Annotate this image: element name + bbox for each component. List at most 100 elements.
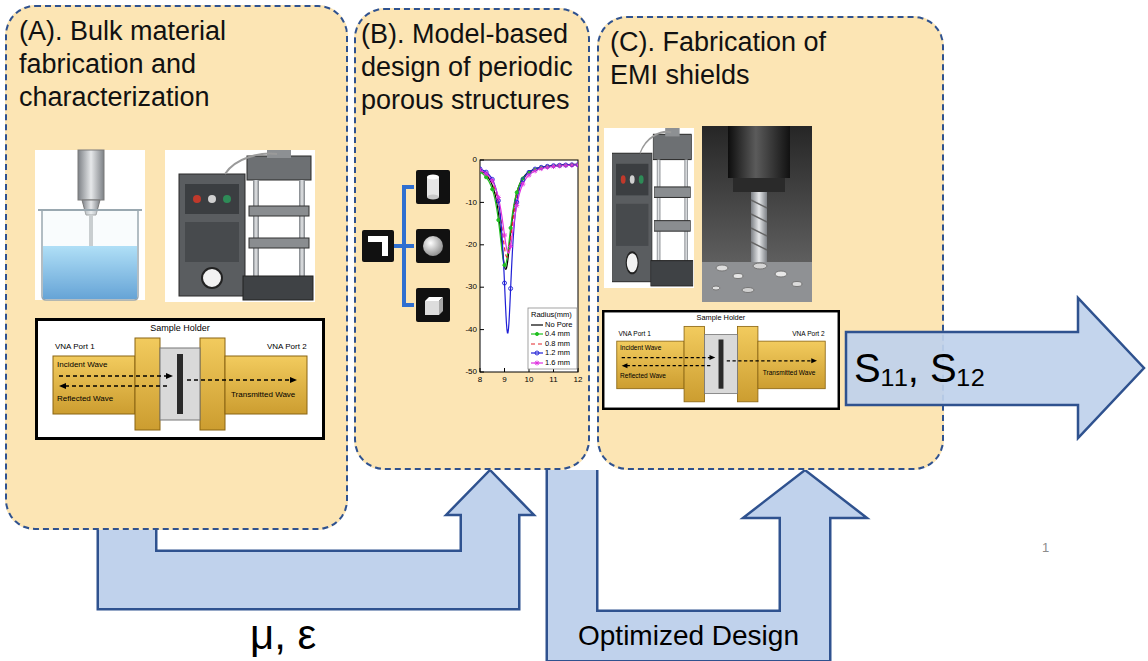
axis-tick-label: 11 [549, 375, 557, 385]
chart-marker [545, 164, 549, 168]
port-label: VNA Port 1 [618, 330, 650, 338]
sonicator-photo [78, 150, 104, 200]
legend-text: 1.6 mm [545, 358, 570, 367]
unit-cell-icons [425, 297, 443, 301]
legend-marker [535, 351, 539, 355]
edge-label: μ, ε [248, 614, 318, 656]
chart-markers [480, 162, 578, 248]
milling-photo [702, 126, 812, 302]
chart-marker [539, 165, 543, 169]
chart-marker [509, 226, 512, 229]
port-label: VNA Port 2 [267, 342, 307, 352]
hot-press-photo [604, 128, 694, 288]
chart-marker [527, 173, 532, 178]
legend-text: 0.8 mm [545, 339, 570, 348]
arrow-head [743, 470, 867, 518]
chart-marker [490, 177, 494, 181]
milling-photo [775, 271, 787, 277]
chart-marker [570, 163, 574, 167]
chart-curve [480, 165, 578, 253]
stage-panel: (C). Fabrication of EMI shields [597, 16, 944, 470]
axis-tick-label: 9 [502, 375, 506, 385]
unit-cell-icons [368, 236, 388, 256]
wave-label: Reflected Wave [57, 394, 113, 404]
legend-text: 1.2 mm [545, 348, 570, 357]
wave-label: Reflected Wave [620, 372, 666, 380]
hot-press-photo [165, 128, 694, 302]
unit-cell-icons [439, 297, 443, 315]
chart-marker [533, 167, 537, 171]
unit-cell-icons [427, 177, 439, 197]
edge-label: Optimized Design [576, 620, 801, 652]
chart-marker [521, 177, 524, 180]
hot-press-photo [165, 150, 315, 302]
output-arrow [846, 298, 1144, 438]
chart-marker [540, 166, 543, 169]
legend-entry: 0.4 mm [531, 329, 570, 338]
port-parameter-label: S₁₁, S₁₂ [854, 344, 986, 392]
legend-entry: 1.2 mm [531, 348, 570, 357]
unit-cell-icons [425, 301, 439, 315]
chart-marker [546, 165, 549, 168]
chart-marker [527, 171, 530, 174]
sonicator-photo [35, 150, 145, 300]
milling-photo [733, 178, 785, 192]
legend-line [531, 353, 543, 354]
sonicator-photo [42, 210, 138, 300]
chart-marker [576, 163, 578, 166]
legend-entry: 0.8 mm [531, 339, 570, 348]
legend-text: No Pore [545, 320, 573, 329]
chart-marker [490, 178, 495, 183]
reflection-chart [478, 160, 581, 372]
milling-photo [792, 282, 802, 287]
chart-marker [485, 176, 488, 179]
unit-cell-icons [416, 288, 450, 322]
chart-markers [480, 163, 578, 266]
legend-sample [531, 359, 543, 367]
chart-marker [569, 163, 574, 168]
chart-marker [515, 200, 519, 204]
axis-tick-label: 12 [574, 375, 583, 385]
chart-marker [509, 287, 513, 291]
reflection-chart [528, 308, 577, 369]
waveguide-setup [37, 311, 839, 438]
waveguide-setup [37, 320, 324, 439]
stage-panel: (B). Model-based design of periodic poro… [354, 8, 590, 470]
chart-curve [480, 165, 578, 266]
panel-title: (C). Fabrication of EMI shields [610, 26, 850, 92]
chart-marker [551, 164, 556, 169]
chart-marker [496, 195, 501, 200]
milling-photo [728, 126, 790, 178]
legend-sample [531, 321, 543, 329]
axis-tick-label: 0 [473, 155, 477, 165]
chart-marker [552, 164, 555, 167]
reflection-chart [480, 160, 578, 372]
legend-sample [531, 349, 543, 357]
milling-photo [751, 192, 767, 262]
axis-tick-label: 10 [525, 375, 534, 385]
unit-cell-icons [423, 236, 443, 256]
chart-curve [480, 165, 578, 333]
stage-panel: (A). Bulk material fabrication and chara… [5, 5, 348, 530]
chart-marker [520, 182, 525, 187]
waveguide-setup [603, 311, 839, 409]
chart-marker [480, 168, 483, 173]
chart-marker [491, 188, 494, 191]
unit-cell-icons [416, 229, 450, 263]
arrow-head [446, 470, 534, 515]
chart-marker [557, 163, 562, 168]
unit-cell-icons [427, 175, 439, 180]
axis-tick-label: -40 [465, 325, 477, 335]
chart-marker [563, 163, 568, 168]
wave-label: Transmitted Wave [231, 390, 295, 400]
sonicator-photo [35, 150, 145, 300]
legend-sample [531, 330, 543, 338]
chart-marker [515, 191, 518, 194]
milling-photo [702, 126, 812, 302]
chart-curve [480, 165, 578, 257]
legend-text: 0.4 mm [545, 329, 570, 338]
slide-number: 1 [1042, 540, 1049, 556]
legend-line [531, 343, 543, 344]
chart-marker [527, 170, 531, 174]
